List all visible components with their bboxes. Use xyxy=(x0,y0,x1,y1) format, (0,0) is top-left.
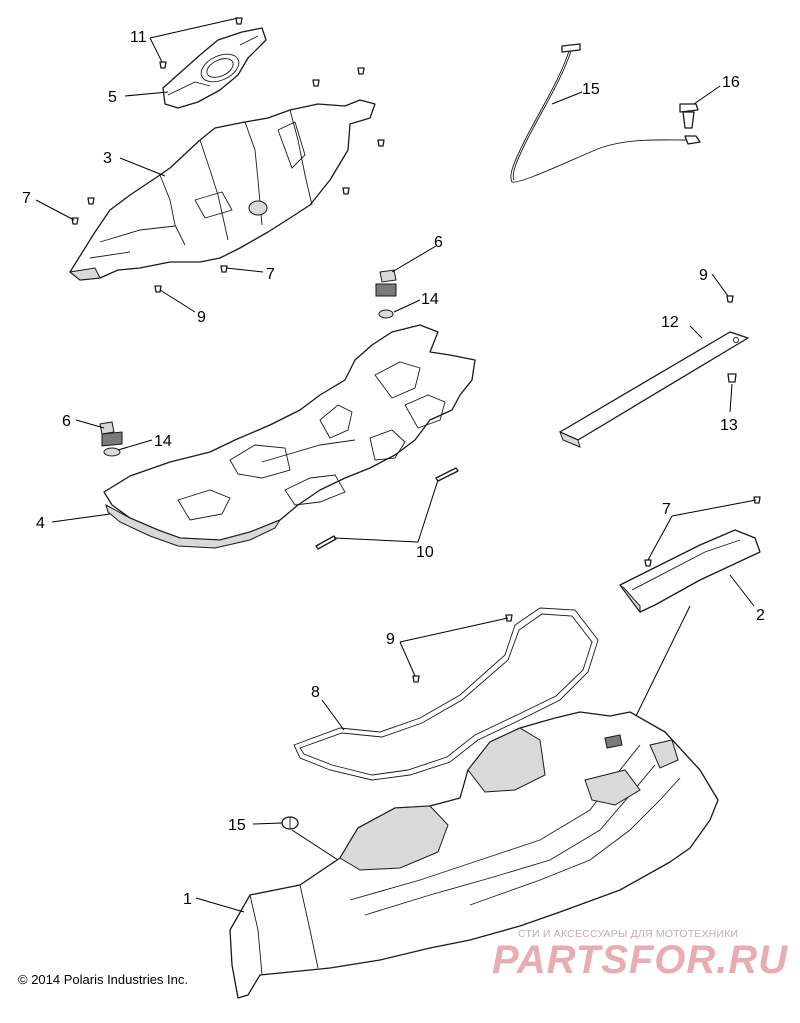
part-1-body xyxy=(229,711,719,999)
callout-5: 5 xyxy=(108,89,117,106)
callout-7b: 7 xyxy=(266,266,275,283)
bolt-9c xyxy=(505,614,513,622)
part-3-top-panel xyxy=(68,99,376,281)
plug-15b xyxy=(281,816,299,830)
bolt-11 xyxy=(235,17,243,25)
callout-13: 13 xyxy=(720,417,738,434)
bolt-9c-b xyxy=(412,675,420,683)
bolt-9a xyxy=(154,285,162,293)
callout-6b: 6 xyxy=(62,413,71,430)
bolt-13 xyxy=(727,373,737,383)
fasteners xyxy=(71,17,761,830)
watermark-brand: PARTSFOR.RU xyxy=(492,938,789,982)
callout-6a: 6 xyxy=(434,234,443,251)
pin-10b xyxy=(315,535,337,550)
callout-9b: 9 xyxy=(699,267,708,284)
bolt-11b xyxy=(159,61,167,69)
callout-2: 2 xyxy=(756,607,765,624)
callout-16: 16 xyxy=(722,74,740,91)
part-8-seal xyxy=(293,607,599,781)
part-15-cable xyxy=(510,43,701,183)
bolt-top-b xyxy=(357,67,365,75)
callout-labels: 11 5 3 7 7 9 6 14 6 14 4 10 15 16 9 12 1… xyxy=(22,29,765,908)
callout-7a: 7 xyxy=(22,190,31,207)
callout-11: 11 xyxy=(130,29,147,46)
bolt-7c xyxy=(753,496,761,504)
callout-14b: 14 xyxy=(154,433,172,450)
part-2-cover xyxy=(619,529,761,614)
callout-14a: 14 xyxy=(421,291,439,308)
washer-14a xyxy=(378,309,394,319)
bolt-9b xyxy=(726,295,734,303)
callout-15a: 15 xyxy=(582,81,600,98)
copyright-notice: © 2014 Polaris Industries Inc. xyxy=(18,972,188,987)
callout-10: 10 xyxy=(416,544,434,561)
callout-7c: 7 xyxy=(662,501,671,518)
washer-14b xyxy=(103,447,121,457)
fastener-6a xyxy=(375,269,397,297)
part-16-fastener xyxy=(679,103,699,129)
fastener-6b xyxy=(99,421,123,447)
bolt-top-c xyxy=(377,139,385,147)
callout-15b: 15 xyxy=(228,817,246,834)
callout-12: 12 xyxy=(661,314,679,331)
callout-1: 1 xyxy=(183,891,192,908)
watermark-tagline: СТИ И АКСЕССУАРЫ ДЛЯ МОТОТЕХНИКИ xyxy=(518,928,739,940)
leader-lines xyxy=(35,17,757,913)
callout-8: 8 xyxy=(311,684,320,701)
bolt-top-d xyxy=(342,187,350,195)
bolt-7a-b xyxy=(87,197,95,205)
callout-9c: 9 xyxy=(386,631,395,648)
part-4-floor-panel xyxy=(103,324,476,549)
part-12-strap xyxy=(559,331,749,448)
callout-3: 3 xyxy=(103,150,112,167)
callout-4: 4 xyxy=(36,515,45,532)
bolt-7c-b xyxy=(644,559,652,567)
part-5-cover xyxy=(162,27,267,109)
pin-10a xyxy=(435,467,459,482)
bolt-top-a xyxy=(312,79,320,87)
bolt-7b xyxy=(220,265,228,273)
callout-9a: 9 xyxy=(197,309,206,326)
